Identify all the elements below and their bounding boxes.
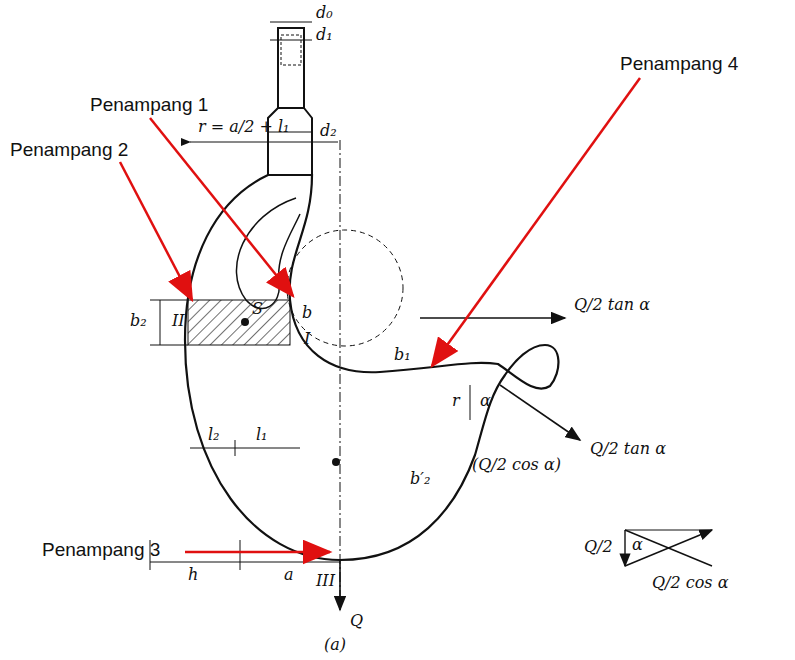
section-label: Penampang 4 xyxy=(618,54,740,75)
dimension-label: b₂ xyxy=(128,312,149,330)
force-label: Q xyxy=(348,612,365,630)
dimension-label: h xyxy=(186,566,200,584)
section-label: Penampang 2 xyxy=(8,140,130,161)
dimension-label: r xyxy=(450,392,462,410)
dimension-label: l₂ xyxy=(206,426,222,444)
dimension-label: a xyxy=(282,566,296,584)
force-label: Q/2 tan α xyxy=(572,296,652,314)
dimension-label: d₀ xyxy=(314,4,335,22)
angle-label: α xyxy=(630,536,645,554)
dimension-label: r = a/2 + l₁ xyxy=(196,118,291,136)
force-label: Q/2 tan α xyxy=(588,440,668,458)
section-label: Penampang 1 xyxy=(88,95,210,116)
section-label: Penampang 3 xyxy=(40,540,162,561)
section-number: II xyxy=(170,312,187,330)
dimension-label: b′₂ xyxy=(408,470,432,488)
dimension-label: l₁ xyxy=(254,426,270,444)
section-number: I xyxy=(302,330,312,348)
section-number: III xyxy=(314,572,337,590)
force-label: (Q/2 cos α) xyxy=(470,456,563,474)
force-label: Q/2 xyxy=(582,538,615,556)
dimension-label: d₁ xyxy=(314,26,335,44)
dimension-label: b xyxy=(300,304,314,322)
dimension-label: b₁ xyxy=(392,346,413,364)
force-label: Q/2 cos α xyxy=(650,574,730,592)
dimension-label: d₂ xyxy=(318,122,339,140)
figure-label: (a) xyxy=(322,636,348,654)
centroid-label: S xyxy=(250,300,265,318)
angle-label: α xyxy=(478,392,493,410)
